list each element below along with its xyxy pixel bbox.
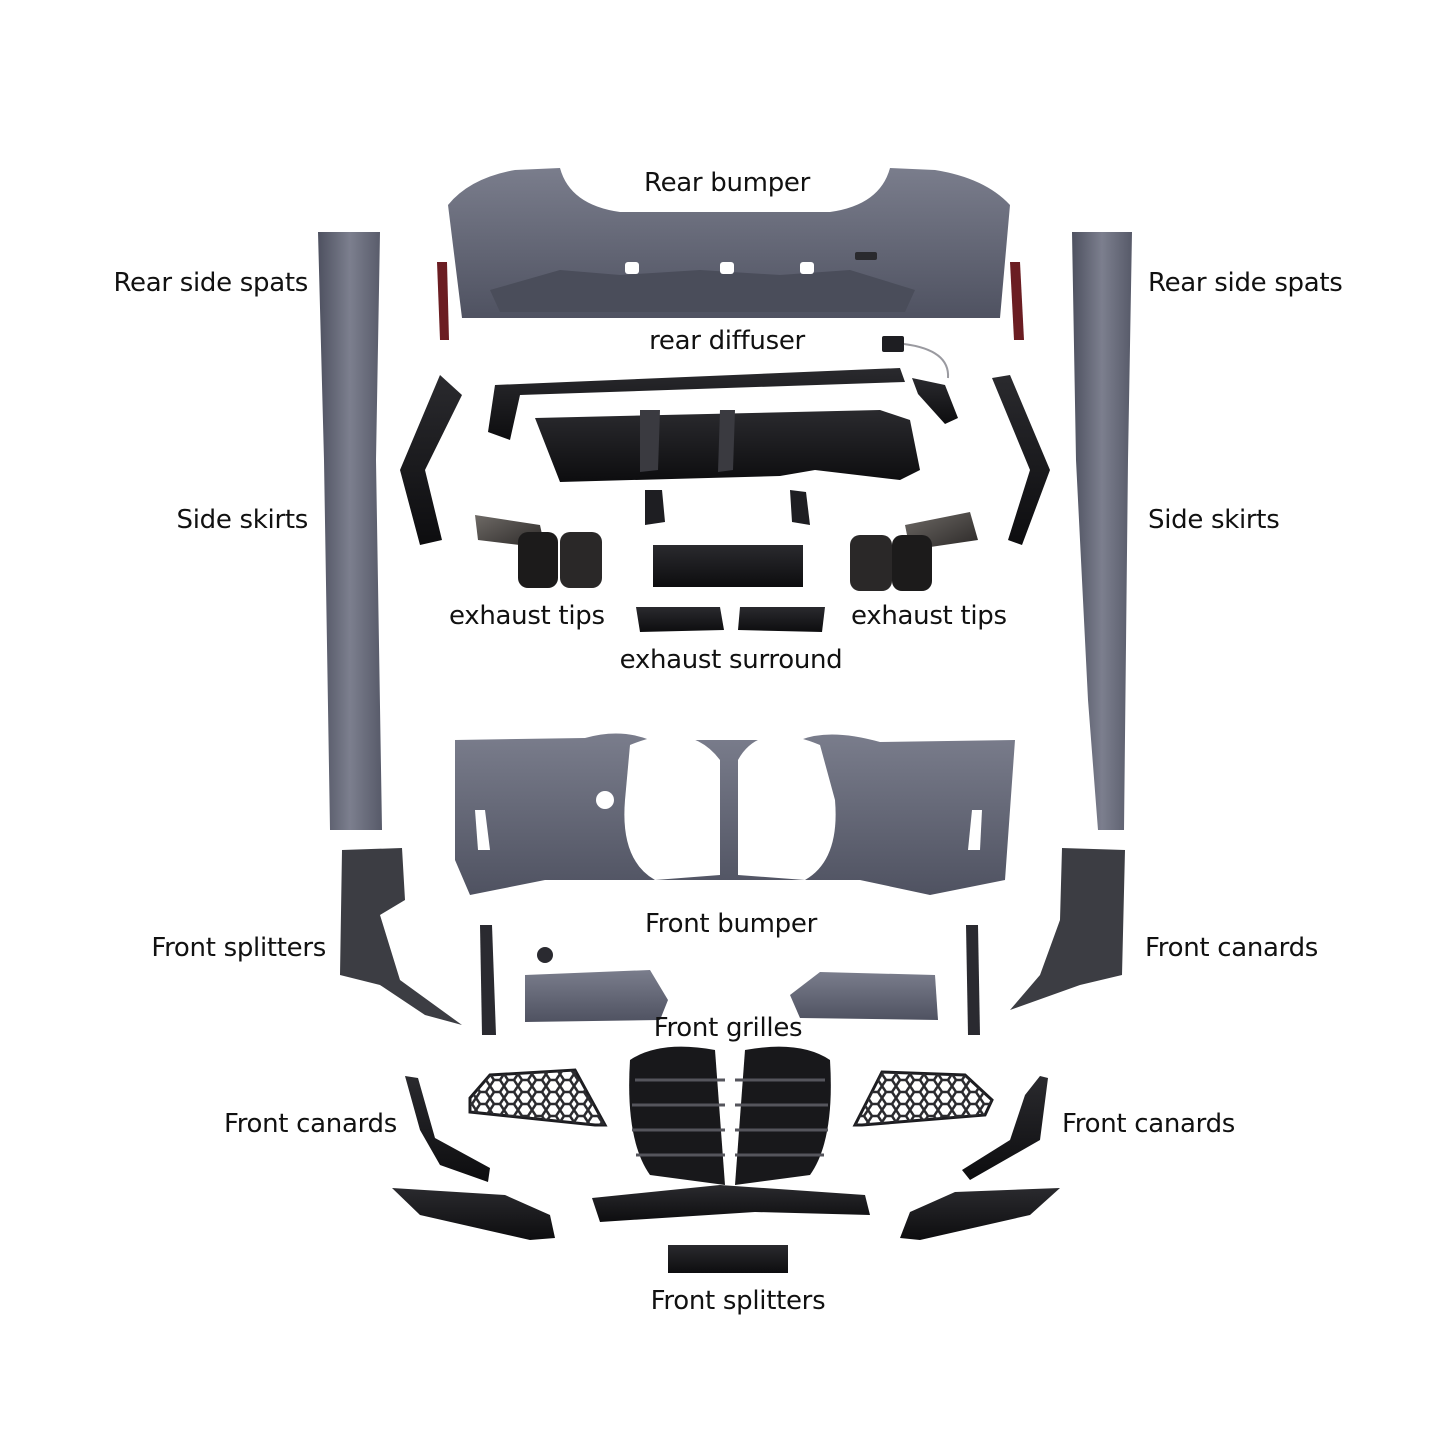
side-vent-left: [480, 925, 496, 1035]
label-rear-diffuser: rear diffuser: [649, 326, 805, 356]
label-front-bumper: Front bumper: [645, 909, 817, 939]
label-exhaust-tips-left: exhaust tips: [449, 601, 605, 631]
label-exhaust-tips-right: exhaust tips: [851, 601, 1007, 631]
rear-canard-left: [400, 375, 462, 545]
label-exhaust-surround: exhaust surround: [619, 645, 843, 675]
rear-diffuser: [488, 336, 958, 482]
exhaust-surround: [636, 490, 825, 632]
side-skirt-left: [318, 232, 382, 830]
front-splitter-bottom-left: [392, 1188, 555, 1240]
label-front-canards-left: Front canards: [223, 1109, 397, 1139]
label-front-grilles: Front grilles: [653, 1013, 803, 1043]
label-front-canards-right-upper: Front canards: [1145, 933, 1319, 963]
front-canard-right-upper: [1010, 848, 1125, 1010]
label-front-splitters-bottom: Front splitters: [650, 1286, 826, 1316]
front-bumper: [455, 733, 1015, 895]
rear-side-spat-right: [1010, 262, 1024, 340]
label-rear-side-spats-left: Rear side spats: [113, 268, 308, 298]
license-plate-mount: [668, 1245, 788, 1273]
label-rear-side-spats-right: Rear side spats: [1148, 268, 1343, 298]
label-front-splitters-left: Front splitters: [151, 933, 326, 963]
front-canard-right-lower: [962, 1076, 1048, 1180]
side-skirt-right: [1072, 232, 1132, 830]
honeycomb-vent-right-mesh: [855, 1072, 992, 1125]
front-grille: [629, 1046, 831, 1188]
label-side-skirts-left: Side skirts: [176, 505, 309, 535]
rear-side-spat-left: [437, 262, 449, 340]
honeycomb-vent-left-mesh: [470, 1070, 605, 1125]
rear-canard-right: [992, 375, 1050, 545]
exhaust-tips-left: [475, 515, 602, 588]
rear-bumper: [448, 168, 1010, 318]
lower-extension-right: [790, 972, 938, 1020]
front-splitter-bottom-right: [900, 1188, 1060, 1240]
label-front-canards-right-lower: Front canards: [1062, 1109, 1236, 1139]
front-splitter-bottom-center: [592, 1185, 870, 1222]
label-rear-bumper: Rear bumper: [644, 168, 810, 198]
front-splitter-left: [340, 848, 462, 1025]
front-canard-left: [405, 1076, 490, 1182]
side-vent-right: [966, 925, 980, 1035]
label-side-skirts-right: Side skirts: [1148, 505, 1280, 535]
tow-cap: [537, 947, 553, 963]
exhaust-tips-right: [850, 512, 978, 591]
lower-extension-left: [525, 970, 668, 1022]
